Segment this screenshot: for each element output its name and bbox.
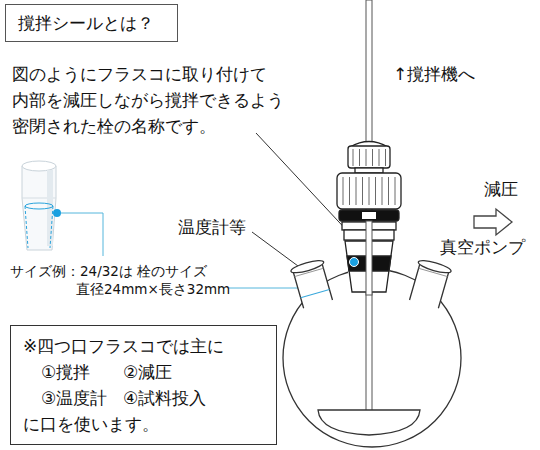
- stirring-seal: [366, 221, 372, 295]
- arrow-label: ↑撹拌機へ: [393, 63, 475, 85]
- stopper-photo: [53, 209, 61, 217]
- stirring-seal: [339, 210, 399, 221]
- flask: [290, 258, 335, 309]
- stirring-seal: [379, 149, 380, 166]
- note-box: ※四つ口フラスコでは主に①撹拌②減圧③温度計④試料投入に口を使います。: [10, 325, 277, 445]
- flask: [419, 268, 448, 276]
- pump-label: 真空ポンプ: [440, 236, 525, 258]
- stirring-seal: [372, 149, 373, 166]
- flask: [408, 258, 453, 309]
- stopper-photo: [22, 166, 56, 250]
- box-text: ①撹拌: [23, 359, 123, 385]
- leader-line: [61, 213, 103, 256]
- stirring-seal: [355, 168, 383, 173]
- box-text: 撹拌シールとは？: [18, 12, 165, 34]
- stirring-seal: [359, 149, 360, 166]
- stirring-seal: [369, 177, 370, 205]
- box-text: ③温度計: [23, 385, 123, 411]
- stirring-seal: [362, 212, 376, 219]
- stirring-seal: [350, 258, 359, 267]
- stirring-seal: [388, 177, 389, 205]
- title-box: 撹拌シールとは？: [5, 4, 178, 42]
- box-text: ※四つ口フラスコでは主に: [23, 333, 266, 359]
- stirring-seal: [385, 149, 386, 166]
- stirring-seal: [395, 177, 396, 205]
- box-text: ②減圧: [123, 359, 266, 385]
- stirring-seal: [343, 177, 344, 205]
- stopper-photo: [22, 161, 56, 171]
- stirring-seal: [382, 177, 383, 205]
- stirring-seal: [353, 149, 386, 166]
- stirring-seal: [366, 149, 367, 166]
- stirring-seal: [348, 146, 390, 168]
- stirring-seal: [343, 177, 395, 205]
- stopper-photo: [25, 206, 53, 248]
- stirring-seal: [375, 177, 376, 205]
- description-text: 図のようにフラスコに取り付けて 内部を減圧しながら撹拌できるよう 密閉された栓の…: [12, 61, 342, 139]
- stopper-photo: [25, 203, 53, 209]
- stirring-seal: [337, 142, 401, 296]
- size-note: サイズ例：24/32は 栓のサイズ 直径24mm×長さ32mm: [10, 262, 260, 298]
- box-text: ④試料投入: [123, 385, 266, 411]
- stirring-seal: [356, 177, 357, 205]
- stirring-seal: [362, 177, 363, 205]
- stirrer-rod: [318, 410, 420, 435]
- leader-line: [252, 232, 298, 266]
- callout-label: 温度計等: [178, 216, 246, 238]
- stirring-seal: [337, 173, 401, 209]
- stirring-seal: [349, 177, 350, 205]
- stirring-seal: [353, 149, 354, 166]
- flask: [301, 289, 330, 297]
- stopper-photo: [22, 161, 61, 250]
- flask: [295, 268, 324, 276]
- hollow-arrow: [474, 209, 512, 235]
- box-text: に口を使います。: [23, 411, 266, 437]
- arrow-label: 減圧: [484, 178, 518, 200]
